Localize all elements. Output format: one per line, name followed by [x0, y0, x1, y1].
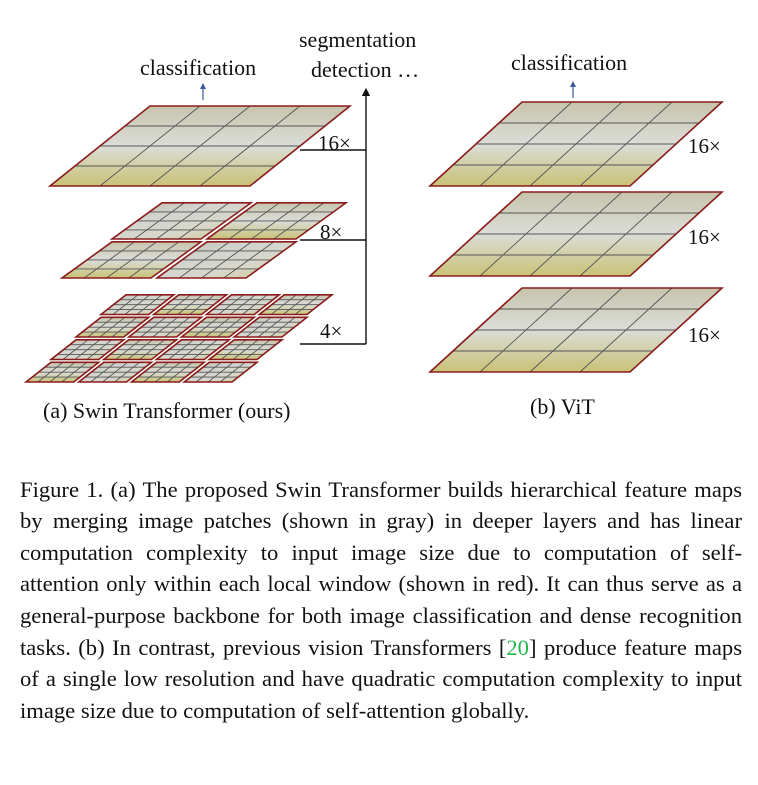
- swin-layer-4x-window-0-2: [129, 361, 207, 383]
- scale-label-16x: 16×: [318, 131, 351, 155]
- swin-layer-4x-window-2-2: [179, 316, 257, 338]
- multiscale-connectors: [300, 87, 371, 345]
- subcaption-a: (a) Swin Transformer (ours): [43, 398, 291, 423]
- figure-1: classification segmentation detection … …: [23, 27, 725, 423]
- subcaption-b: (b) ViT: [530, 394, 595, 419]
- swin-layer-4x-window-2-1: [126, 316, 204, 338]
- swin-layer-4x-window-0-1: [76, 361, 154, 383]
- caption-text-start: Figure 1. (a) The proposed Swin Transfor…: [20, 476, 742, 660]
- caption-text-end: ] produce feature maps of a single low r…: [20, 634, 742, 723]
- vit-layer-1-window-0-0: [427, 101, 725, 187]
- swin-layer-8x-window-0-0: [59, 241, 204, 279]
- swin-layer-4x-window-1-1: [101, 339, 179, 361]
- scale-label-4x: 4×: [320, 319, 343, 343]
- swin-layer-4x-window-0-3: [181, 361, 260, 383]
- swin-layer-4x-window-3-1: [151, 294, 229, 316]
- swin-layer-4x-window-2-0: [73, 316, 152, 338]
- detection-label: detection …: [311, 57, 420, 82]
- swin-layer-4x-window-1-0: [48, 339, 127, 361]
- vit-scale-label-1: 16×: [688, 134, 721, 158]
- classification-label-b: classification: [511, 50, 628, 75]
- citation-link[interactable]: 20: [506, 634, 529, 660]
- swin-layer-16x-window-0-0: [47, 105, 353, 187]
- scale-label-8x: 8×: [320, 220, 343, 244]
- classification-label-a: classification: [140, 55, 257, 80]
- swin-layer-4x-window-2-3: [231, 316, 310, 338]
- figure-caption: Figure 1. (a) The proposed Swin Transfor…: [20, 474, 742, 727]
- swin-layer-4x-window-3-3: [256, 294, 335, 316]
- swin-layer-4x-window-0-0: [23, 361, 102, 383]
- swin-layer-8x-window-1-0: [109, 202, 254, 240]
- swin-layer-4x-window-1-2: [154, 339, 232, 361]
- swin-layer-8x-window-0-1: [154, 241, 299, 279]
- swin-layer-4x-window-3-2: [204, 294, 282, 316]
- figure-diagram: [23, 81, 725, 383]
- swin-layer-4x-window-3-0: [98, 294, 177, 316]
- swin-layer-8x-window-1-1: [204, 202, 349, 240]
- vit-scale-label-2: 16×: [688, 225, 721, 249]
- vit-layer-2-window-0-0: [427, 191, 725, 277]
- segmentation-label: segmentation: [299, 27, 417, 52]
- vit-scale-label-3: 16×: [688, 323, 721, 347]
- swin-layer-4x-window-1-3: [206, 339, 285, 361]
- vit-layer-3-window-0-0: [427, 287, 725, 373]
